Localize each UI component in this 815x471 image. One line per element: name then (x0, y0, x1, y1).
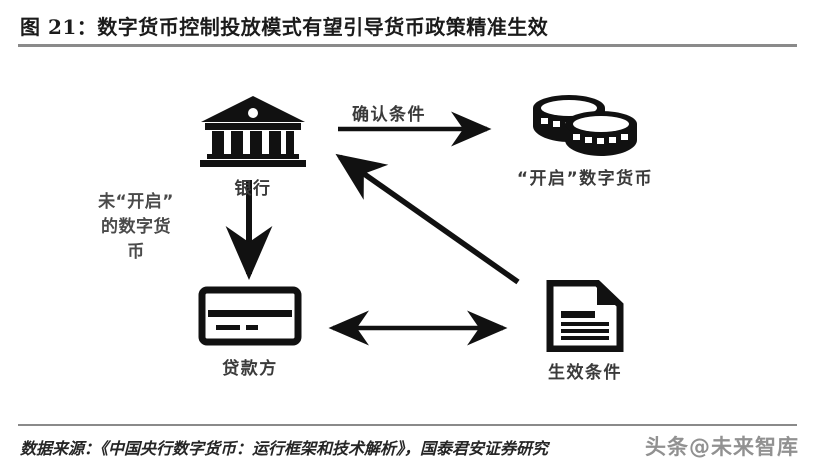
diagram-canvas: 确认条件 未“开启” 的数字货 币 (0, 52, 815, 420)
source-divider (18, 424, 797, 426)
watermark: 头条@未来智库 (645, 435, 799, 459)
node-label-bank: 银行 (234, 179, 272, 199)
node-label-borrower: 贷款方 (222, 359, 278, 379)
side-note-unactivated-currency: 未“开启” 的数字货 币 (66, 190, 206, 265)
edge-contract-to-bank (335, 153, 520, 285)
coin-stack-icon (470, 92, 700, 158)
node-digital-currency: “开启”数字货币 (470, 92, 700, 189)
bank-building-icon (178, 94, 328, 168)
node-bank: 银行 (178, 94, 328, 199)
node-borrower: 贷款方 (150, 284, 350, 379)
node-label-digital-currency: “开启”数字货币 (516, 169, 654, 189)
diagram-connectors (225, 111, 520, 346)
credit-card-icon (150, 284, 350, 348)
document-icon (475, 279, 695, 353)
node-label-effective-conditions: 生效条件 (548, 363, 622, 383)
page-title: 图 21：数字货币控制投放模式有望引导货币政策精准生效 (20, 15, 549, 39)
node-effective-conditions: 生效条件 (475, 279, 695, 383)
source-note: 数据来源：《中国央行数字货币：运行框架和技术解析》，国泰君安证券研究 (20, 439, 549, 458)
side-note-line-2: 的数字货 (101, 217, 171, 237)
side-note-line-3: 币 (127, 242, 145, 262)
title-divider (18, 44, 797, 47)
edge-label-confirm-conditions: 确认条件 (352, 105, 426, 125)
side-note-line-1: 未“开启” (98, 192, 174, 212)
